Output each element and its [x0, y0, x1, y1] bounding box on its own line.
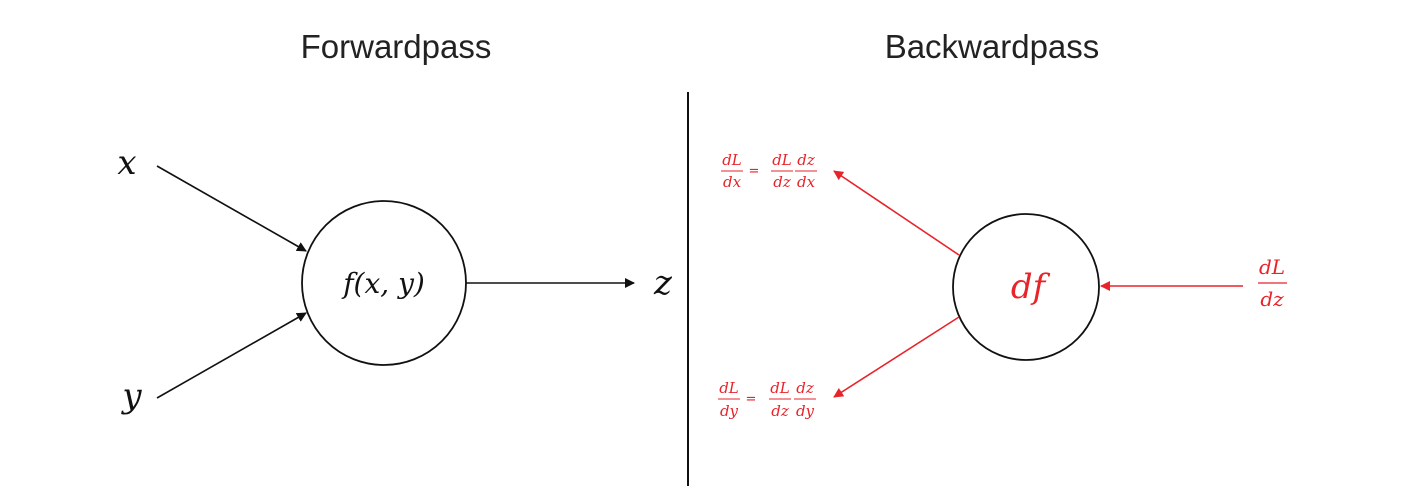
grad-y-r2-den: dy [796, 402, 815, 420]
grad-y-lhs-num: dL [719, 379, 739, 397]
upstream-grad-den: dz [1260, 287, 1284, 311]
grad-y-r1-num: dL [770, 379, 790, 397]
grad-y-equation: dL dy = dL dz dz dy [718, 379, 816, 420]
grad-x-equals: = [749, 164, 760, 179]
grad-x-r1-den: dz [773, 173, 791, 191]
grad-x-r2-num: dz [797, 151, 815, 169]
backward-node-label: df [1011, 267, 1051, 307]
input-x-label: x [117, 143, 136, 183]
grad-x-r2-den: dx [797, 173, 816, 191]
input-y-label: y [120, 376, 142, 416]
grad-x-r1-num: dL [772, 151, 792, 169]
grad-x-equation: dL dx = dL dz dz dx [721, 151, 817, 191]
forward-pass-title: Forwardpass [301, 28, 492, 65]
edge-node-to-grad-y [833, 316, 960, 398]
grad-y-lhs-den: dy [720, 402, 739, 420]
grad-y-r1-den: dz [771, 402, 789, 420]
upstream-grad-num: dL [1259, 255, 1285, 279]
edge-x-to-node [156, 165, 307, 252]
grad-x-lhs-num: dL [722, 151, 742, 169]
output-z-label: z [653, 263, 673, 303]
edge-node-to-grad-x [833, 170, 960, 256]
grad-x-lhs-den: dx [723, 173, 742, 191]
forward-node-label: f(x, y) [341, 267, 425, 300]
backward-node-circle [952, 213, 1100, 361]
backward-pass-title: Backwardpass [885, 28, 1100, 65]
grad-y-r2-num: dz [796, 379, 814, 397]
edge-y-to-node [156, 312, 307, 399]
grad-y-equals: = [746, 392, 757, 407]
